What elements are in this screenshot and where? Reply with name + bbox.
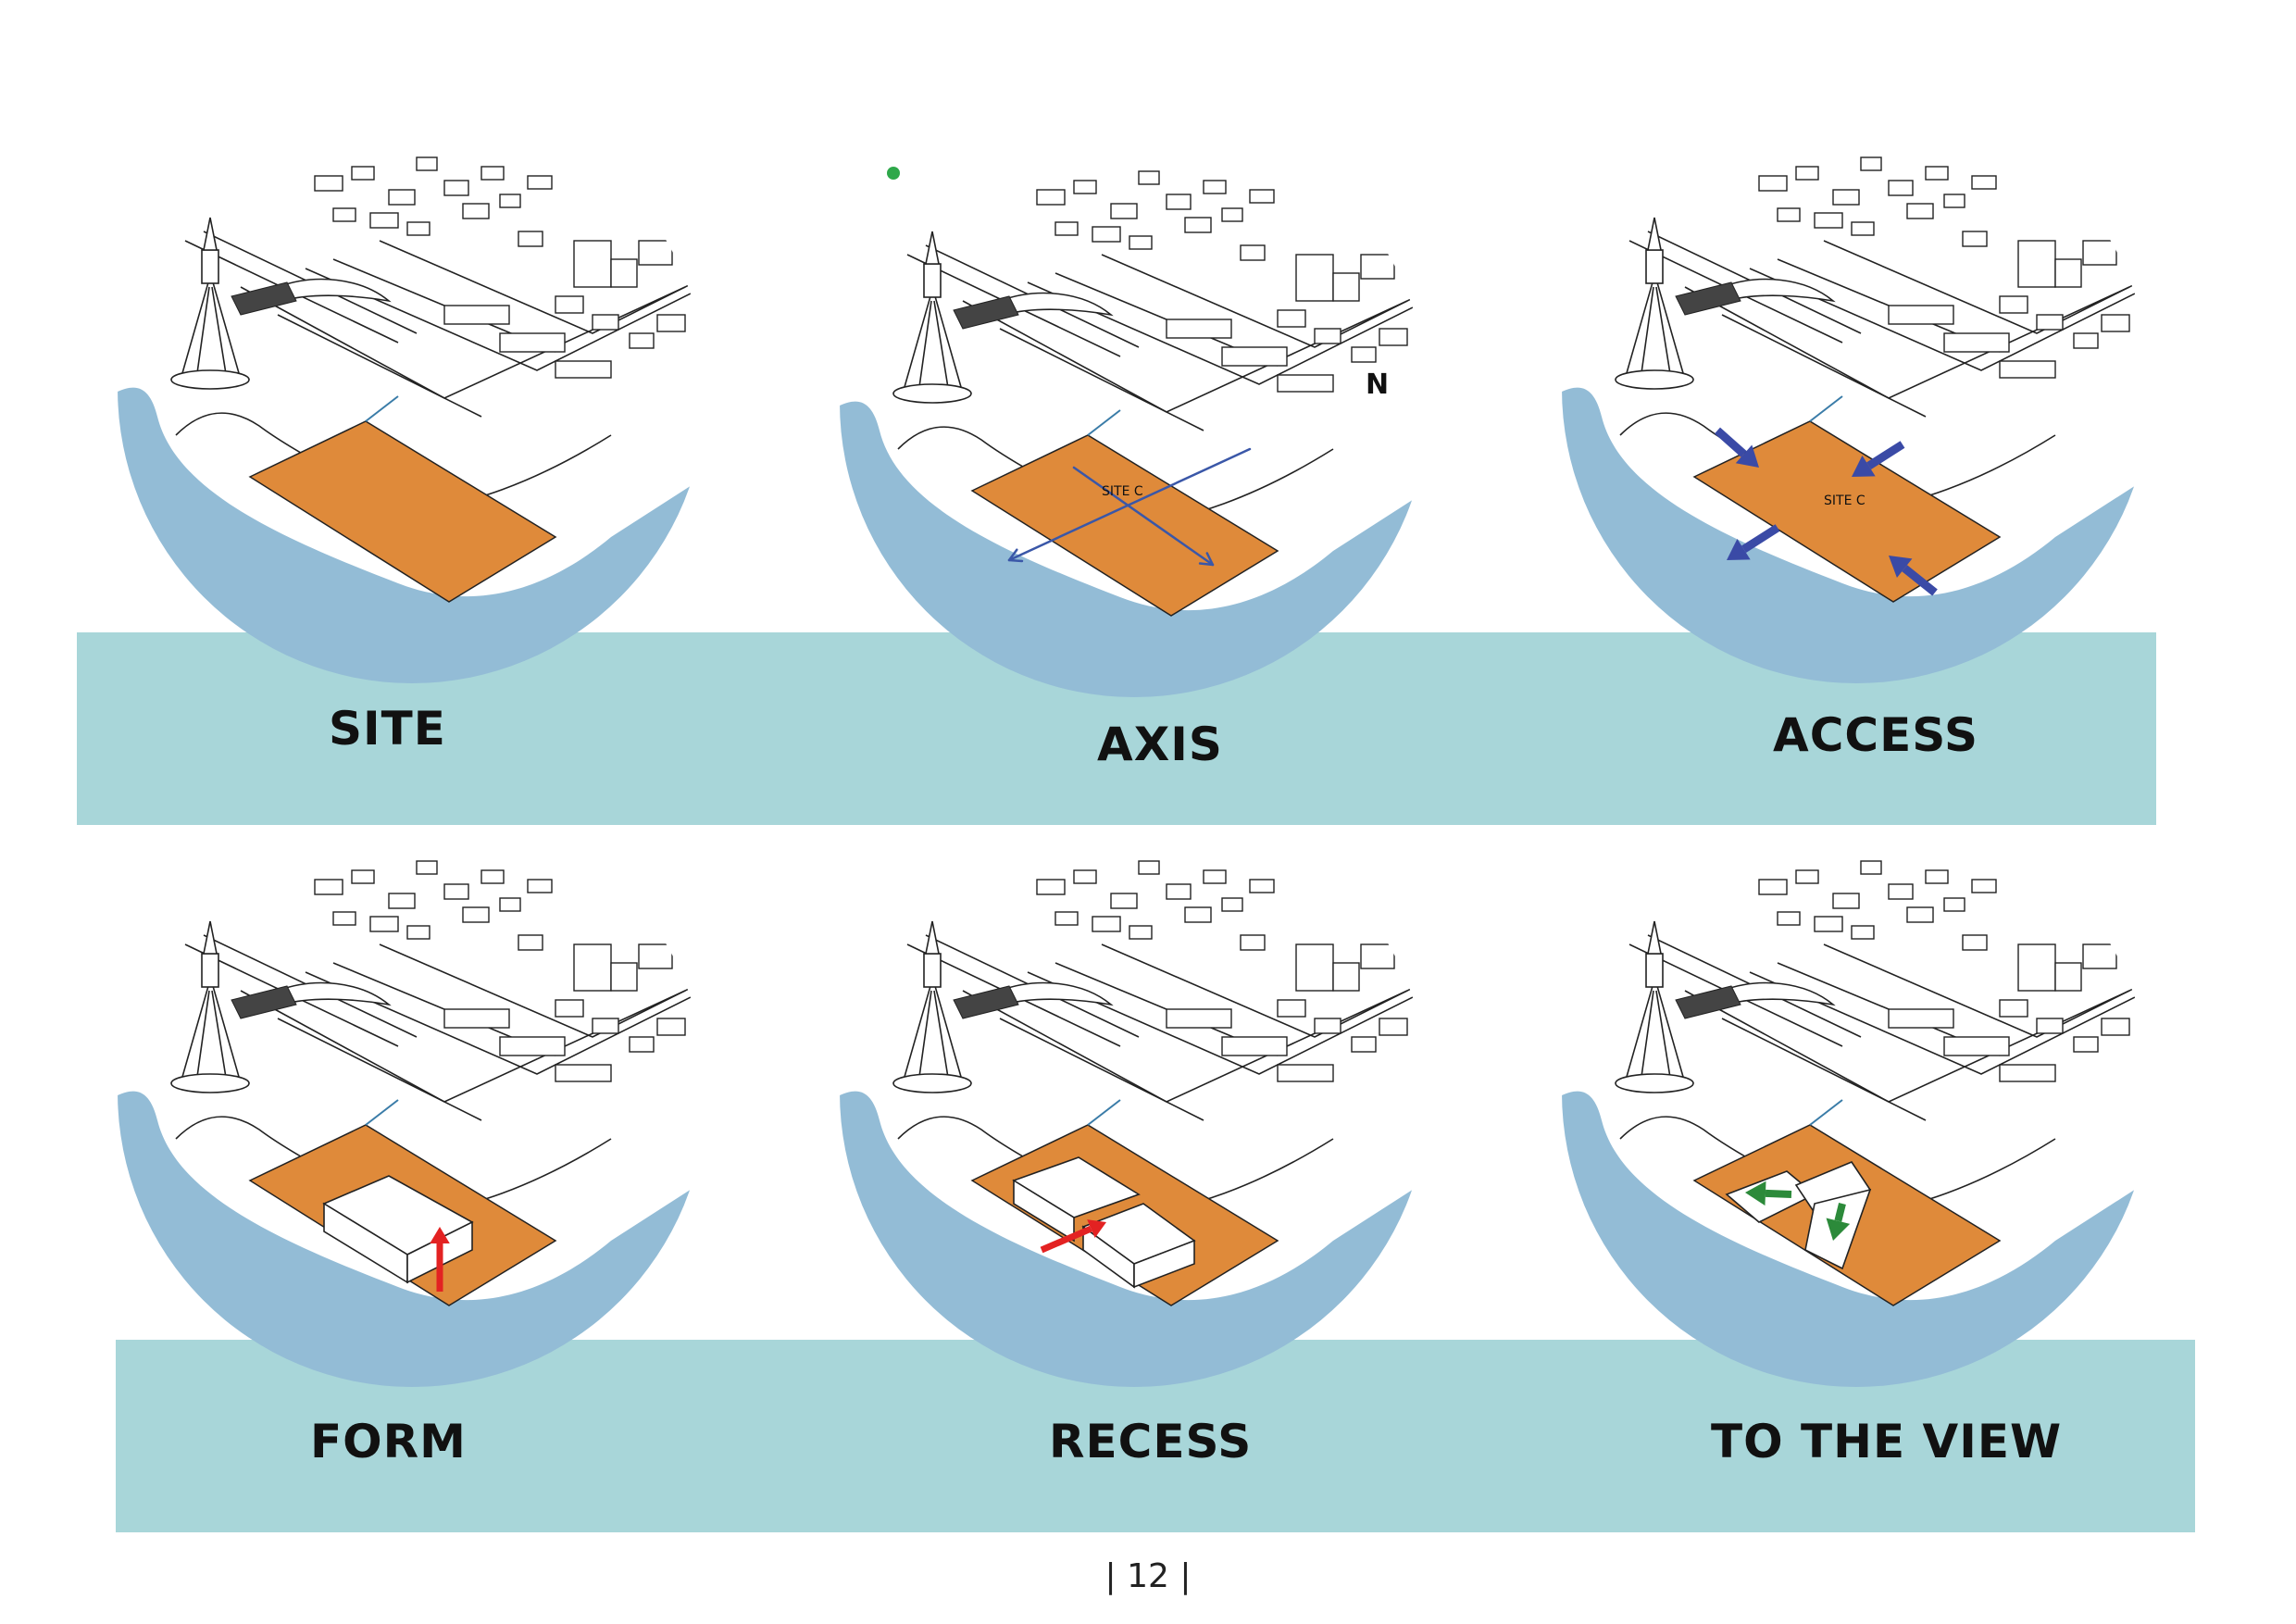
monument-tower bbox=[1615, 920, 1694, 1093]
water bbox=[118, 1091, 706, 1387]
curved-pavilion bbox=[276, 278, 392, 303]
water bbox=[1562, 1091, 2151, 1387]
curved-pavilion bbox=[276, 981, 392, 1006]
buildings bbox=[314, 156, 686, 379]
axis-arrow-ew bbox=[1007, 447, 1252, 563]
buildings bbox=[1036, 170, 1408, 393]
massing-boxes bbox=[1012, 1156, 1196, 1289]
site-diagram-form bbox=[118, 860, 706, 1387]
dock-structure bbox=[953, 985, 1019, 1019]
curved-pavilion bbox=[1720, 981, 1836, 1006]
streets bbox=[175, 934, 706, 1214]
panel-recess bbox=[815, 806, 1463, 1398]
streets bbox=[897, 244, 1429, 524]
site-diagram-access: SITE C bbox=[1562, 156, 2151, 683]
map-clip bbox=[118, 860, 706, 1387]
map-clip bbox=[118, 156, 706, 683]
site-marker bbox=[365, 1099, 399, 1126]
site-marker bbox=[1809, 395, 1843, 422]
north-label: N bbox=[1366, 369, 1389, 401]
access-arrow-4 bbox=[1889, 556, 1938, 596]
caption-recess: RECESS bbox=[1049, 1415, 1253, 1468]
map-clip bbox=[840, 860, 1429, 1387]
water bbox=[1562, 387, 2151, 683]
site-diagram-site bbox=[118, 156, 706, 683]
site-marker bbox=[1087, 409, 1121, 436]
site-plot bbox=[248, 420, 557, 603]
buildings bbox=[1758, 156, 2130, 379]
site-label: SITE C bbox=[1102, 484, 1143, 499]
site-marker bbox=[1809, 1099, 1843, 1126]
site-diagram-recess bbox=[840, 860, 1429, 1387]
panel-form bbox=[93, 806, 741, 1398]
water bbox=[118, 387, 706, 683]
caption-access: ACCESS bbox=[1773, 708, 1979, 762]
site-marker bbox=[1087, 1099, 1121, 1126]
site-plot bbox=[1692, 420, 2002, 603]
monument-tower bbox=[170, 217, 250, 390]
monument-tower bbox=[170, 920, 250, 1093]
buildings bbox=[314, 860, 686, 1082]
panel-access: SITE C bbox=[1537, 102, 2185, 694]
panel-axis: N SITE C bbox=[815, 116, 1463, 708]
map-clip: N SITE C bbox=[840, 170, 1429, 697]
caption-site: SITE bbox=[329, 702, 446, 756]
curved-pavilion bbox=[998, 981, 1114, 1006]
water bbox=[840, 401, 1429, 697]
caption-form: FORM bbox=[310, 1415, 467, 1468]
curved-pavilion bbox=[998, 292, 1114, 317]
buildings bbox=[1036, 860, 1408, 1082]
water bbox=[840, 1091, 1429, 1387]
streets bbox=[175, 231, 706, 510]
site-diagram-view bbox=[1562, 860, 2151, 1387]
access-arrow-3 bbox=[1727, 524, 1780, 560]
view-arrow-1 bbox=[1745, 1181, 1792, 1206]
monument-tower bbox=[892, 231, 972, 404]
panel-to-the-view bbox=[1537, 806, 2185, 1398]
monument-tower bbox=[892, 920, 972, 1093]
view-arrow-2 bbox=[1826, 1203, 1851, 1241]
streets bbox=[897, 934, 1429, 1214]
access-arrow-1 bbox=[1715, 427, 1759, 468]
caption-axis: AXIS bbox=[1097, 718, 1223, 771]
form-arrow bbox=[430, 1227, 450, 1292]
panel-site bbox=[93, 102, 741, 694]
map-clip bbox=[1562, 860, 2151, 1387]
caption-to-the-view: TO THE VIEW bbox=[1711, 1415, 2063, 1468]
streets bbox=[1619, 934, 2151, 1214]
site-label: SITE C bbox=[1824, 493, 1866, 508]
curved-pavilion bbox=[1720, 278, 1836, 303]
monument-tower bbox=[1615, 217, 1694, 390]
map-clip: SITE C bbox=[1562, 156, 2151, 683]
access-arrow-2 bbox=[1852, 441, 1905, 477]
site-plot bbox=[970, 434, 1279, 617]
axis-arrow-ns bbox=[1072, 466, 1215, 567]
marker-dot bbox=[887, 167, 900, 180]
recess-arrow bbox=[1040, 1219, 1106, 1254]
page-number: | 12 | bbox=[1104, 1557, 1192, 1595]
dock-structure bbox=[231, 985, 297, 1019]
buildings bbox=[1758, 860, 2130, 1082]
dock-structure bbox=[953, 295, 1019, 330]
dock-structure bbox=[1675, 281, 1741, 316]
site-marker bbox=[365, 395, 399, 422]
dock-structure bbox=[1675, 985, 1741, 1019]
site-diagram-axis: N SITE C bbox=[840, 170, 1429, 697]
dock-structure bbox=[231, 281, 297, 316]
streets bbox=[1619, 231, 2151, 510]
